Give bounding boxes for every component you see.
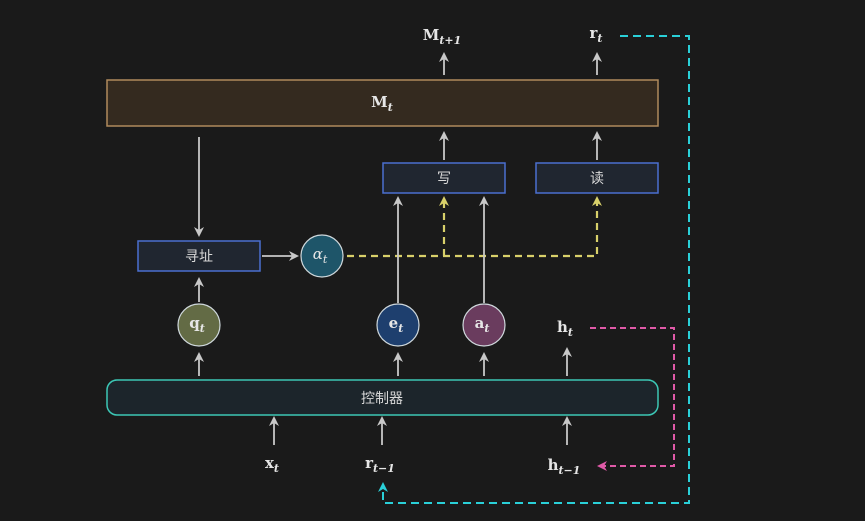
hidden-state-dashed-line bbox=[590, 327, 675, 471]
key-node-label: qt bbox=[189, 314, 205, 335]
read-head-label: 读 bbox=[590, 170, 604, 187]
memory-label: Mt bbox=[371, 93, 393, 114]
key-node bbox=[177, 303, 221, 347]
alpha-to-read-dashed-line bbox=[347, 196, 602, 258]
addressing-box bbox=[137, 240, 261, 272]
alpha-weight-label: αt bbox=[313, 245, 328, 266]
input-r-label: rt−1 bbox=[365, 454, 395, 475]
add-node bbox=[462, 303, 506, 347]
controller-box bbox=[106, 379, 659, 416]
read-vector-label: rt bbox=[590, 24, 603, 45]
hidden-state-output-label: ht bbox=[557, 318, 573, 339]
read-feedback-dashed-line bbox=[378, 35, 690, 504]
controller-label: 控制器 bbox=[361, 391, 403, 407]
memory-next-label: Mt+1 bbox=[423, 26, 462, 47]
add-node-label: at bbox=[475, 314, 490, 335]
alpha-weight-node bbox=[300, 234, 344, 278]
write-head-label: 写 bbox=[437, 171, 451, 187]
write-head-box bbox=[382, 162, 506, 194]
erase-node-label: et bbox=[389, 314, 404, 335]
read-head-box bbox=[535, 162, 659, 194]
erase-node bbox=[376, 303, 420, 347]
input-x-label: xt bbox=[265, 454, 279, 475]
addressing-label: 寻址 bbox=[185, 249, 213, 265]
memory-block bbox=[106, 79, 659, 127]
input-h-label: ht−1 bbox=[548, 456, 581, 477]
